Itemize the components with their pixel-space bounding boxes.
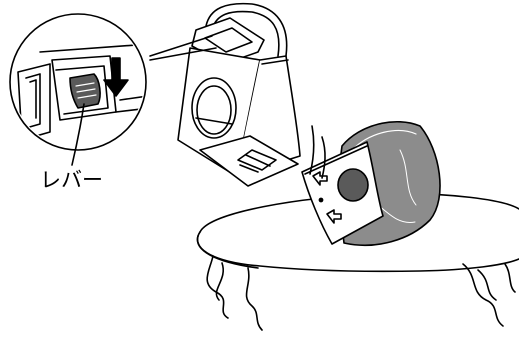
lever-detail-circle	[10, 14, 150, 165]
dust-bag	[302, 122, 440, 245]
vacuum-bag-holder	[178, 4, 300, 186]
lever-label: レバー	[40, 169, 103, 191]
